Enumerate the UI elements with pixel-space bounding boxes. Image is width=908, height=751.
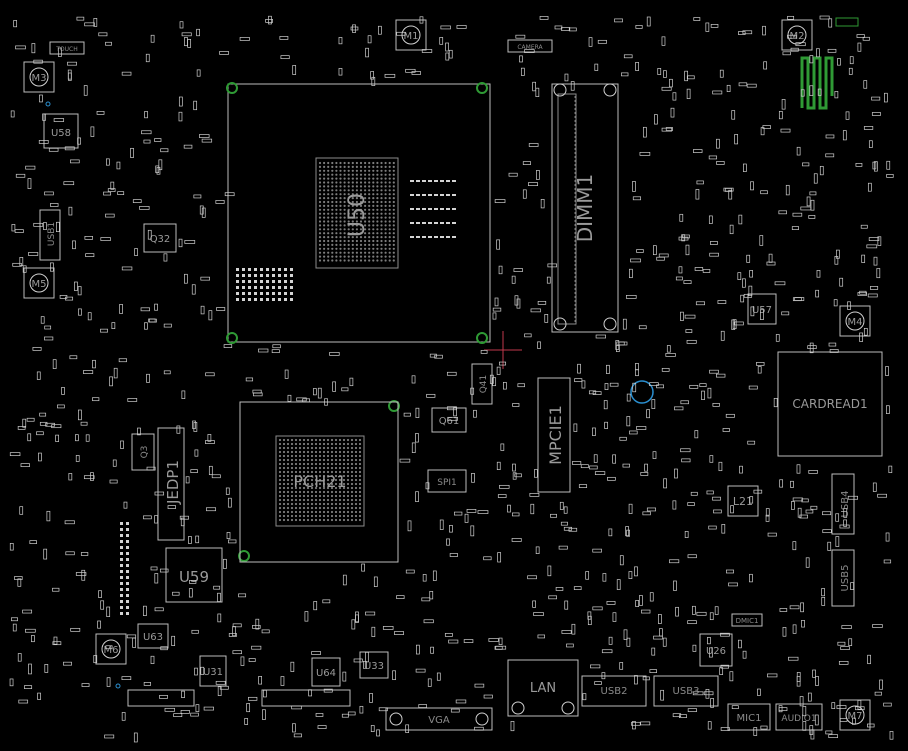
lan-connector[interactable]: LAN <box>507 659 579 717</box>
blue-marker <box>630 380 654 404</box>
m7-label: M7 <box>848 711 863 722</box>
blue-dot-left <box>45 101 51 107</box>
usb2-label: USB2 <box>601 686 628 697</box>
chip-q32[interactable]: Q32 <box>143 223 177 253</box>
pch-region[interactable]: PCH21 <box>239 401 399 563</box>
mpcie-slot[interactable]: MPCIE1 <box>537 377 571 493</box>
camera-connector[interactable]: CAMERA <box>507 39 553 53</box>
dmic1-label: DMIC1 <box>736 617 759 625</box>
cardreader-label: CARDREAD1 <box>792 397 867 411</box>
cpu-label: U50 <box>345 193 370 237</box>
m1-label: M1 <box>404 31 419 42</box>
touch-label: TOUCH <box>55 46 77 53</box>
u64-label: U64 <box>316 668 336 679</box>
chip-u31[interactable]: U31 <box>199 655 227 687</box>
blue-dot-bottom <box>115 683 121 689</box>
cpu-region[interactable]: U50 <box>227 83 491 343</box>
audio1-label: AUDIO1 <box>781 714 816 724</box>
chip-u58[interactable]: U58 <box>43 113 79 149</box>
inductor-l21[interactable]: L21 <box>727 485 759 517</box>
mic1-label: MIC1 <box>737 713 762 724</box>
u33-label: U33 <box>364 661 384 672</box>
mount-hole-m4[interactable]: M4 <box>839 305 871 337</box>
usb2-connector[interactable]: USB2 <box>581 675 647 707</box>
spi-flash[interactable]: SPI1 <box>427 469 467 493</box>
chip-u57[interactable]: U57 <box>747 293 777 325</box>
vga-connector[interactable]: VGA <box>385 707 493 731</box>
l21-label: L21 <box>733 495 753 508</box>
cursor-crosshair <box>484 331 522 369</box>
chip-u59[interactable]: U59 <box>165 547 223 603</box>
header-row-left <box>127 689 351 707</box>
mounting-vias <box>226 82 488 562</box>
audio-jack[interactable]: AUDIO1 <box>775 703 823 731</box>
dimm-slot[interactable]: DIMM1 <box>551 83 619 333</box>
jedp-label: JEDP1 <box>164 460 182 505</box>
lan-label: LAN <box>530 681 556 696</box>
usb5-connector[interactable]: USB5 <box>831 549 855 607</box>
vga-label: VGA <box>428 715 450 726</box>
q61-label: Q61 <box>439 416 460 427</box>
chip-q3[interactable]: Q3 <box>131 433 155 471</box>
passive-components <box>9 15 894 743</box>
u63-label: U63 <box>143 632 163 643</box>
usb5-label: USB5 <box>840 565 851 592</box>
u58-label: U58 <box>51 128 71 139</box>
spi1-label: SPI1 <box>437 478 457 488</box>
chip-u33[interactable]: U33 <box>359 651 389 679</box>
dimm-label: DIMM1 <box>573 174 597 243</box>
usb1-label: USB1 <box>47 222 57 246</box>
chip-q41[interactable]: Q41 <box>471 363 493 405</box>
mic-jack[interactable]: MIC1 <box>727 703 771 731</box>
u26-label: U26 <box>706 646 726 657</box>
chip-u63[interactable]: U63 <box>137 623 169 649</box>
usb1-connector[interactable]: USB1 <box>39 209 61 261</box>
u59-label: U59 <box>179 568 209 586</box>
u31-label: U31 <box>203 667 223 678</box>
antenna-trace <box>800 56 834 110</box>
q3-label: Q3 <box>140 446 150 459</box>
q32-label: Q32 <box>150 234 171 245</box>
u57-label: U57 <box>752 305 772 316</box>
usb4-connector[interactable]: USB4 <box>831 473 855 535</box>
dmic-connector[interactable]: DMIC1 <box>731 613 763 627</box>
camera-label: CAMERA <box>517 44 543 51</box>
chip-q61[interactable]: Q61 <box>431 407 467 433</box>
usb4-label: USB4 <box>840 491 851 518</box>
m2-label: M2 <box>790 31 805 42</box>
usb3-label: USB3 <box>673 686 700 697</box>
touch-connector[interactable]: TOUCH <box>49 41 85 55</box>
m6-label: M6 <box>104 645 119 656</box>
mpcie-label: MPCIE1 <box>546 405 565 465</box>
usb3-connector[interactable]: USB3 <box>653 675 719 707</box>
chip-u64[interactable]: U64 <box>311 657 341 687</box>
mount-hole-m7[interactable]: M7 <box>839 699 871 731</box>
mount-hole-m5[interactable]: M5 <box>23 267 55 299</box>
chip-u26[interactable]: U26 <box>699 633 733 667</box>
m5-label: M5 <box>32 279 47 290</box>
q41-label: Q41 <box>479 375 489 394</box>
m4-label: M4 <box>848 317 863 328</box>
mount-hole-m6[interactable]: M6 <box>95 633 127 665</box>
m3-label: M3 <box>32 73 47 84</box>
jedp-connector[interactable]: JEDP1 <box>157 427 185 541</box>
antenna-header <box>835 17 859 27</box>
mount-hole-m3[interactable]: M3 <box>23 61 55 93</box>
pch-label: PCH21 <box>293 472 346 491</box>
